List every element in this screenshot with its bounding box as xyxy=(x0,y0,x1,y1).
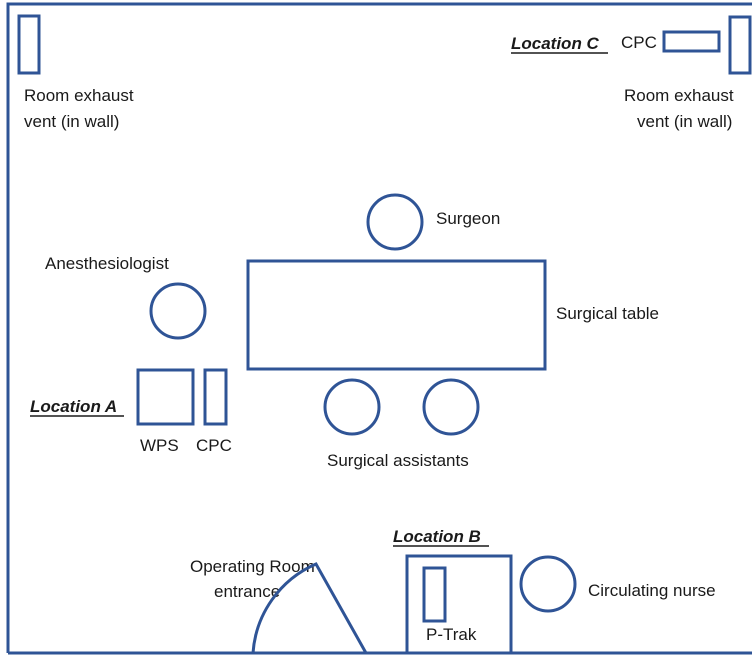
location-b-label: Location B xyxy=(393,527,481,546)
wps-device xyxy=(136,368,195,426)
surgical-assistants-label: Surgical assistants xyxy=(327,451,469,470)
room-wall xyxy=(6,2,752,653)
location-c-label: Location C xyxy=(511,34,600,53)
room-exhaust-left-label-2: vent (in wall) xyxy=(24,112,119,131)
or-entrance-label-1: Operating Room xyxy=(190,557,315,576)
or-entrance-label-2: entrance xyxy=(214,582,280,601)
room-exhaust-right-label-2: vent (in wall) xyxy=(637,112,732,131)
cpc-c-label: CPC xyxy=(621,33,657,52)
p-trak-device xyxy=(422,566,447,623)
room-exhaust-vent-left xyxy=(17,14,41,75)
room-exhaust-vent-right xyxy=(728,15,752,75)
surgical-assistant-circle-1 xyxy=(323,378,381,436)
wps-label: WPS xyxy=(140,436,179,455)
surgeon-circle xyxy=(366,193,424,251)
p-trak-label: P-Trak xyxy=(426,625,477,644)
room-exhaust-left-label-1: Room exhaust xyxy=(24,86,134,105)
circulating-nurse-label: Circulating nurse xyxy=(588,581,716,600)
surgical-assistant-circle-2 xyxy=(422,378,480,436)
surgical-table-label: Surgical table xyxy=(556,304,659,323)
surgical-table xyxy=(246,259,547,371)
cpc-a-device xyxy=(203,368,228,426)
cpc-c-device xyxy=(662,30,721,53)
surgeon-label: Surgeon xyxy=(436,209,500,228)
location-a-label: Location A xyxy=(30,397,117,416)
anesthesiologist-circle xyxy=(149,282,207,340)
anesthesiologist-label: Anesthesiologist xyxy=(45,254,169,273)
circulating-nurse-circle xyxy=(519,555,577,613)
or-entrance-door-swing xyxy=(251,562,368,654)
room-exhaust-right-label-1: Room exhaust xyxy=(624,86,734,105)
location-b-enclosure xyxy=(405,554,513,653)
cpc-a-label: CPC xyxy=(196,436,232,455)
